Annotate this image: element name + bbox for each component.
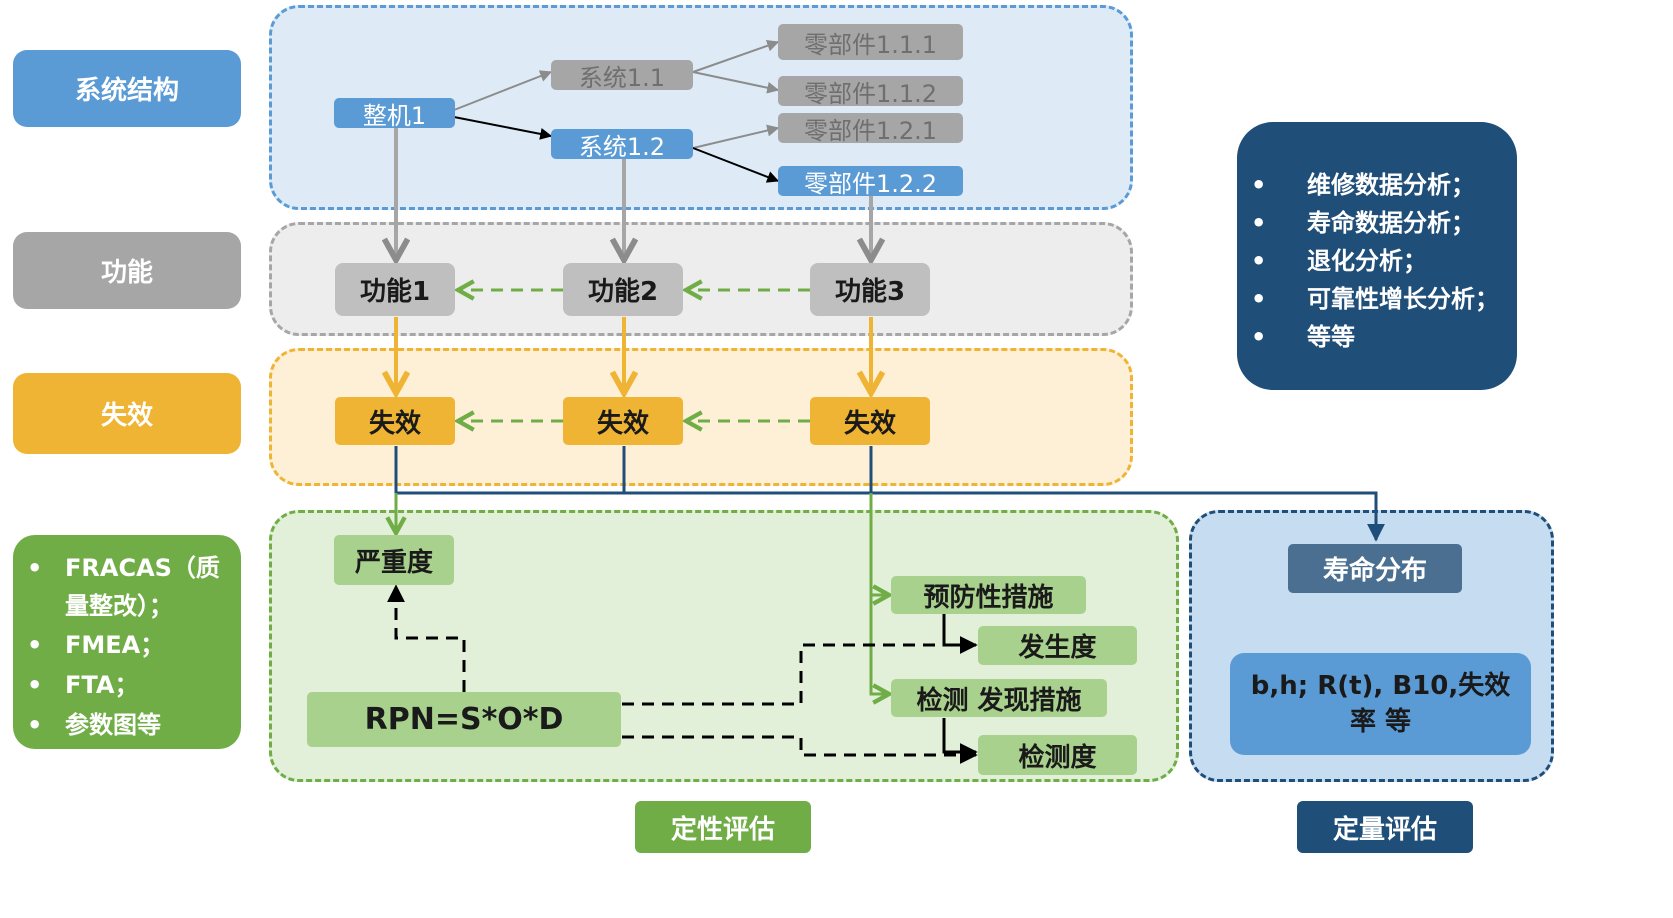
severity-node: 严重度 <box>334 535 454 585</box>
rpn-node: RPN=S*O*D <box>307 692 621 747</box>
methods-item: 参数图等 <box>13 705 241 745</box>
function-3-node: 功能3 <box>810 263 930 316</box>
methods-panel: FRACAS（质量整改）； FMEA； FTA； 参数图等 <box>13 535 241 749</box>
system-1-1-node: 系统1.1 <box>551 60 693 92</box>
methods-item: FMEA； <box>13 625 241 665</box>
system-structure-label: 系统结构 <box>13 50 241 127</box>
methods-item: FRACAS（质量整改）； <box>13 549 241 625</box>
analysis-item: 寿命数据分析； <box>1237 204 1517 242</box>
detection-node: 检测度 <box>978 735 1137 775</box>
part-1-1-2-node: 零部件1.1.2 <box>778 76 963 108</box>
qualitative-caption: 定性评估 <box>635 801 811 853</box>
failure-3-node: 失效 <box>810 397 930 445</box>
analysis-item: 维修数据分析； <box>1237 166 1517 204</box>
occurrence-node: 发生度 <box>978 626 1137 665</box>
failure-label: 失效 <box>13 373 241 454</box>
system-1-2-node: 系统1.2 <box>551 129 693 161</box>
quantitative-caption: 定量评估 <box>1297 801 1473 853</box>
root-node: 整机1 <box>334 98 455 130</box>
failure-1-node: 失效 <box>335 397 455 445</box>
part-1-2-2-node: 零部件1.2.2 <box>778 166 963 198</box>
detection-measure-node: 检测 发现措施 <box>891 679 1107 717</box>
failure-2-node: 失效 <box>563 397 683 445</box>
function-label: 功能 <box>13 232 241 309</box>
life-distribution-node: 寿命分布 <box>1288 544 1462 593</box>
part-1-2-1-node: 零部件1.2.1 <box>778 113 963 145</box>
metrics-node: b,h; R(t), B10,失效率 等 <box>1230 653 1531 755</box>
function-2-node: 功能2 <box>563 263 683 316</box>
part-1-1-1-node: 零部件1.1.1 <box>778 24 963 60</box>
analysis-item: 可靠性增长分析； <box>1237 280 1517 318</box>
analysis-item: 等等 <box>1237 318 1517 356</box>
methods-item: FTA； <box>13 665 241 705</box>
function-1-node: 功能1 <box>335 263 455 316</box>
analysis-item: 退化分析； <box>1237 242 1517 280</box>
prevention-node: 预防性措施 <box>891 576 1086 614</box>
analysis-panel: 维修数据分析； 寿命数据分析； 退化分析； 可靠性增长分析； 等等 <box>1237 122 1517 390</box>
